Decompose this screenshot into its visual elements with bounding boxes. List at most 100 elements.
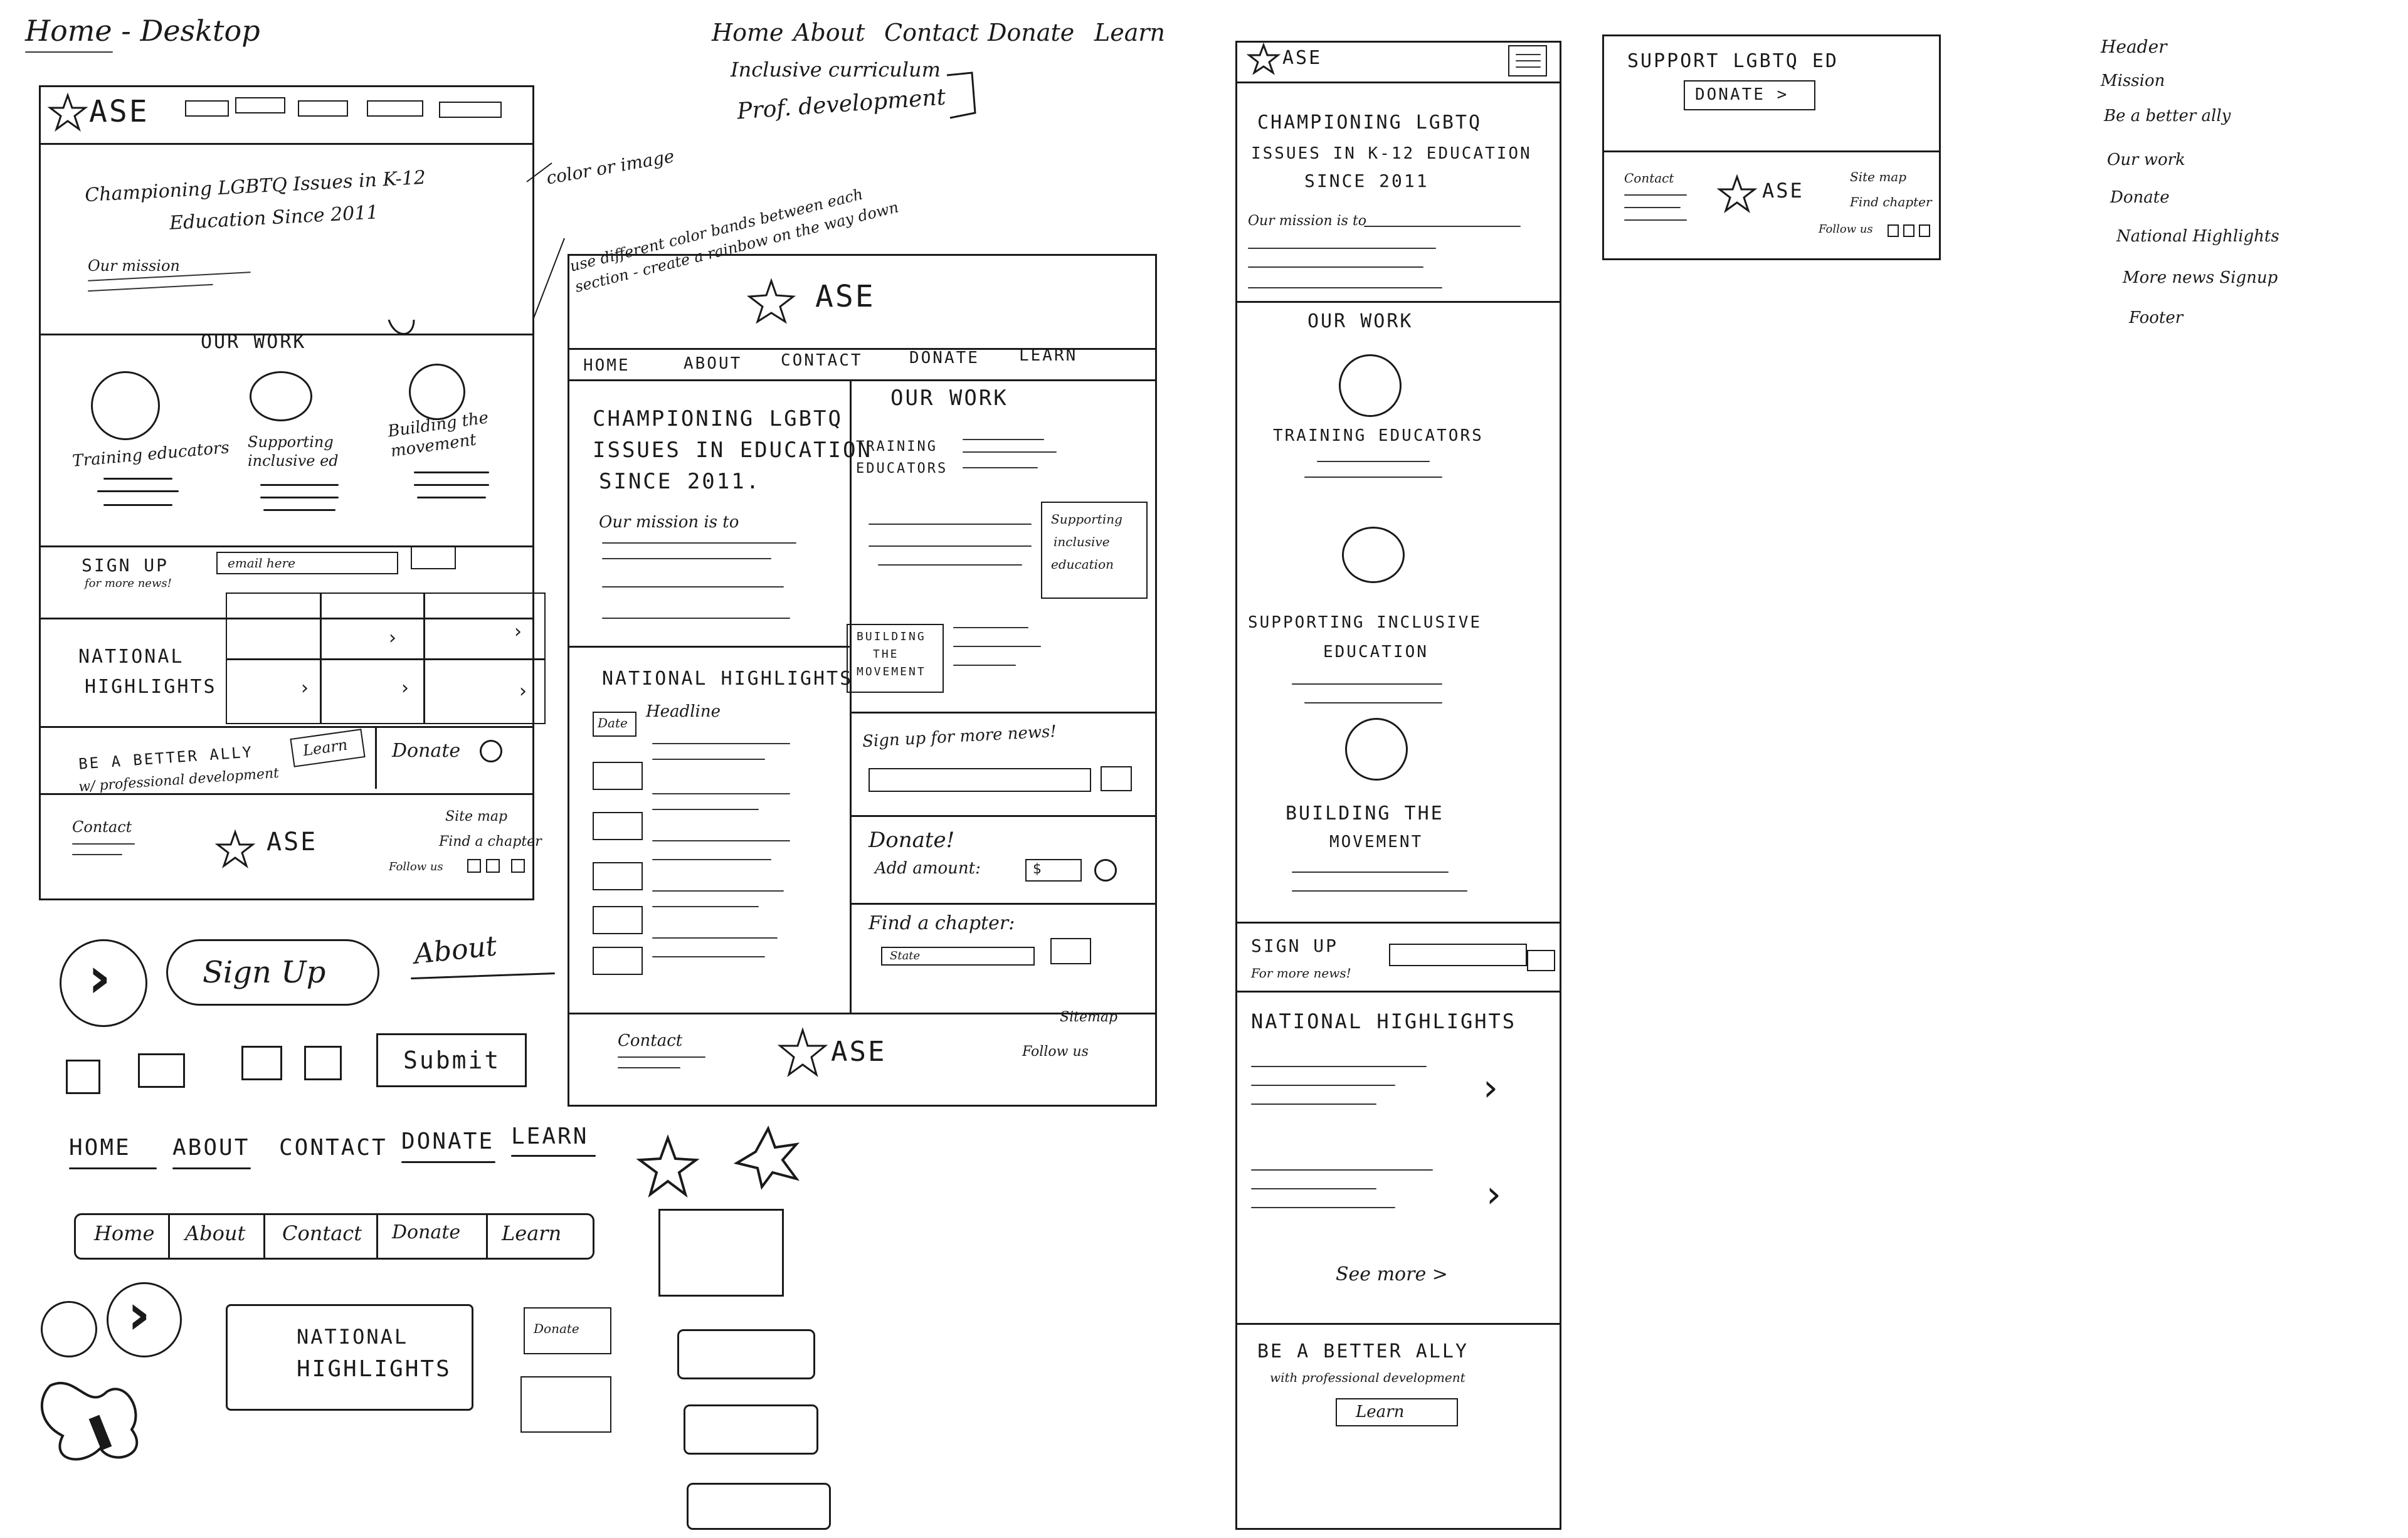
- nav-placeholder[interactable]: [367, 100, 423, 117]
- tablet-nav-item[interactable]: ABOUT: [684, 354, 742, 373]
- checkbox-icon[interactable]: [138, 1053, 185, 1088]
- tablet-national-title: NATIONAL HIGHLIGHTS: [602, 668, 853, 690]
- chevron-right-icon[interactable]: ›: [519, 680, 527, 702]
- mobile-footer-sitemap[interactable]: Site map: [1850, 169, 1907, 184]
- footer-sitemap[interactable]: Site map: [445, 809, 508, 824]
- mobile-footer-contact[interactable]: Contact: [1624, 171, 1674, 186]
- button-placeholder[interactable]: [687, 1483, 831, 1530]
- nav-placeholder[interactable]: [439, 102, 502, 118]
- tablet-footer-sitemap[interactable]: Sitemap: [1060, 1009, 1118, 1025]
- signup-button[interactable]: Sign Up: [166, 939, 379, 1006]
- nav-link[interactable]: CONTACT: [279, 1135, 388, 1161]
- checkbox-icon[interactable]: [241, 1046, 282, 1080]
- hamburger-menu-icon[interactable]: [1508, 45, 1547, 76]
- social-icon[interactable]: [1903, 224, 1914, 237]
- tablet-email-submit[interactable]: [1101, 766, 1132, 791]
- mobile-email-submit[interactable]: [1527, 950, 1555, 971]
- supporting-card[interactable]: Supporting inclusive education: [1041, 502, 1148, 599]
- social-icon[interactable]: [467, 859, 481, 873]
- social-icon[interactable]: [1919, 224, 1930, 237]
- mobile-building: BUILDING THE: [1286, 803, 1444, 824]
- date-cell: [593, 762, 643, 790]
- mobile-learn-button[interactable]: Learn: [1336, 1398, 1458, 1426]
- chevron-right-icon[interactable]: ›: [1486, 1172, 1501, 1216]
- date-label: Date: [598, 715, 628, 730]
- email-submit-button[interactable]: [411, 545, 456, 569]
- supporting-label: inclusive: [1054, 534, 1110, 549]
- tablet-email-input[interactable]: [869, 768, 1091, 792]
- chapter-go-button[interactable]: [1050, 938, 1091, 964]
- mobile-donate-button[interactable]: DONATE >: [1684, 80, 1815, 110]
- next-button-icon[interactable]: ›: [60, 939, 147, 1027]
- tab-item[interactable]: Home: [94, 1221, 155, 1245]
- submit-button[interactable]: Submit: [376, 1033, 527, 1087]
- tablet-nav-item[interactable]: CONTACT: [781, 351, 863, 370]
- highlights-card[interactable]: NATIONAL HIGHLIGHTS: [226, 1304, 473, 1411]
- chevron-right-icon[interactable]: ›: [514, 621, 522, 643]
- donate-label[interactable]: Donate: [392, 740, 461, 762]
- email-input[interactable]: email here: [216, 552, 398, 574]
- checkbox-icon[interactable]: [66, 1060, 100, 1094]
- star-icon: [636, 1134, 700, 1198]
- tab-item[interactable]: About: [185, 1221, 246, 1245]
- tablet-nav-item[interactable]: DONATE: [909, 349, 980, 367]
- button-placeholder[interactable]: [684, 1404, 818, 1455]
- about-link[interactable]: About: [412, 930, 499, 971]
- tab-item[interactable]: Donate: [392, 1221, 461, 1243]
- nav-placeholder[interactable]: [298, 100, 348, 117]
- annotation-arrow-icon: [532, 238, 565, 320]
- checkbox-icon[interactable]: [304, 1046, 342, 1080]
- tablet-wireframe: [568, 254, 1157, 1107]
- button-placeholder[interactable]: [677, 1329, 815, 1379]
- social-icon[interactable]: [511, 859, 525, 873]
- chevron-right-icon[interactable]: ›: [389, 627, 396, 649]
- mobile-ally: BE A BETTER ALLY: [1257, 1340, 1469, 1362]
- nav-placeholder[interactable]: [185, 100, 229, 117]
- arrow-button-icon[interactable]: ›: [107, 1282, 182, 1357]
- nav-link[interactable]: HOME: [69, 1135, 131, 1161]
- tablet-donate: Donate!: [869, 828, 955, 853]
- handshake-icon: [250, 371, 312, 421]
- footer-follow: Follow us: [389, 860, 443, 873]
- arrow-button-icon[interactable]: [480, 740, 502, 762]
- mobile-footer-chapter[interactable]: Find chapter: [1850, 194, 1932, 209]
- chevron-right-icon: ›: [127, 1282, 151, 1347]
- person-icon: [91, 371, 160, 440]
- tab-item[interactable]: Learn: [502, 1221, 562, 1245]
- date-header: Date: [593, 712, 636, 737]
- tablet-training: EDUCATORS: [856, 461, 948, 477]
- chevron-right-icon[interactable]: ›: [301, 677, 309, 699]
- mobile-see-more[interactable]: See more >: [1336, 1263, 1448, 1285]
- email-placeholder: email here: [228, 556, 295, 571]
- mobile-logo: ASE: [1282, 47, 1323, 69]
- tab-item[interactable]: Contact: [282, 1221, 362, 1245]
- tablet-nav-item[interactable]: HOME: [583, 356, 630, 375]
- tablet-logo: ASE: [815, 279, 875, 314]
- chevron-right-icon[interactable]: ›: [1483, 1066, 1498, 1110]
- tablet-nav-item[interactable]: LEARN: [1019, 346, 1078, 365]
- nav-note-item: About: [793, 19, 865, 46]
- amount-input[interactable]: $: [1025, 859, 1082, 882]
- nav-placeholder[interactable]: [235, 97, 285, 113]
- state-label: State: [890, 949, 921, 962]
- nav-link[interactable]: LEARN: [511, 1124, 589, 1149]
- social-icon[interactable]: [486, 859, 500, 873]
- nav-link[interactable]: ABOUT: [172, 1135, 250, 1161]
- mobile-email-input[interactable]: [1389, 944, 1527, 966]
- state-select[interactable]: State: [881, 947, 1035, 966]
- handshake-icon: [1342, 527, 1405, 583]
- arrow-button-icon[interactable]: [41, 1301, 97, 1357]
- tablet-footer-contact[interactable]: Contact: [618, 1031, 683, 1050]
- building-card[interactable]: BUILDING THE MOVEMENT: [847, 624, 944, 693]
- arrow-button-icon[interactable]: [1094, 859, 1117, 882]
- nav-link[interactable]: DONATE: [401, 1129, 495, 1154]
- footer-contact[interactable]: Contact: [72, 818, 132, 836]
- chevron-right-icon[interactable]: ›: [401, 677, 409, 699]
- social-icon[interactable]: [1888, 224, 1899, 237]
- page-title: Home - Desktop: [25, 14, 260, 48]
- empty-button[interactable]: [520, 1376, 611, 1433]
- learn-label: Learn: [302, 735, 349, 760]
- footer-chapter[interactable]: Find a chapter: [439, 834, 542, 850]
- donate-small-button[interactable]: Donate: [524, 1307, 611, 1354]
- list-item: Be a better ally: [2104, 107, 2231, 125]
